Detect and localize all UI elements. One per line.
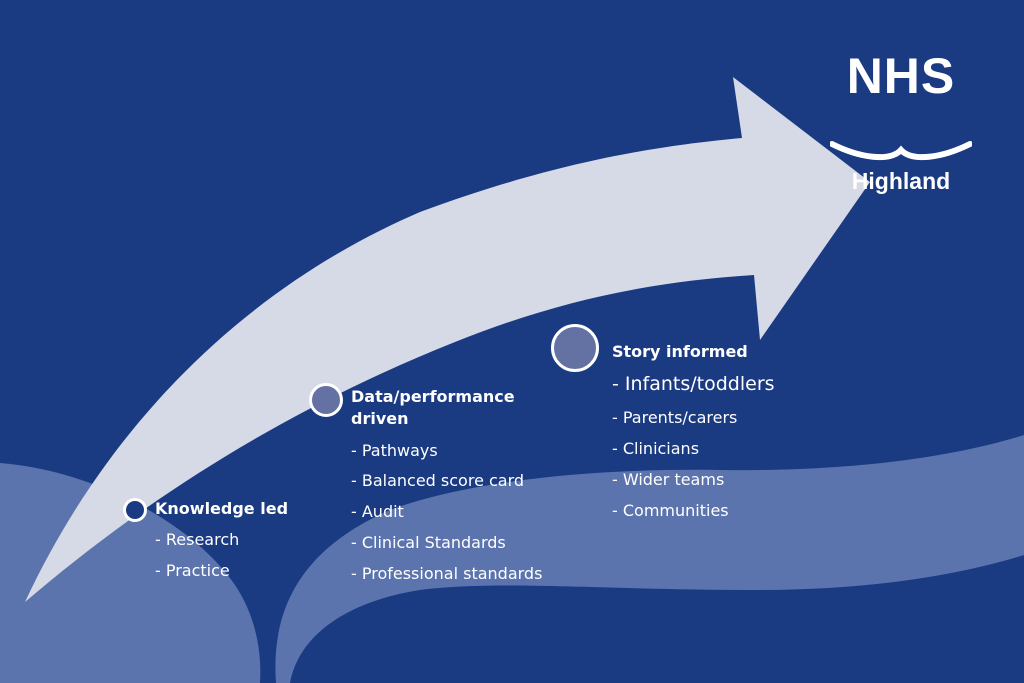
stage-title-line: driven <box>351 409 409 428</box>
logo-wave-icon <box>830 141 972 161</box>
stage-marker-story <box>551 324 599 372</box>
stage-item: - Practice <box>155 561 230 580</box>
nhs-highland-logo: NHS Highland <box>826 48 976 194</box>
stage-item: - Audit <box>351 502 404 521</box>
logo-brand-text: NHS <box>846 48 956 104</box>
background-wave-left <box>0 463 261 683</box>
stage-title-knowledge: Knowledge led <box>155 499 289 518</box>
stage-item: - Infants/toddlers <box>612 373 775 395</box>
stage-item: - Wider teams <box>612 470 725 489</box>
stage-title-story: Story informed <box>612 342 748 361</box>
stage-item: - Parents/carers <box>612 408 738 427</box>
stage-marker-knowledge <box>123 498 147 522</box>
stage-item: - Clinicians <box>612 439 700 458</box>
stage-item: - Clinical Standards <box>351 533 506 552</box>
stage-item: - Communities <box>612 501 729 520</box>
stage-title-line: Data/performance <box>351 387 515 406</box>
stage-item: - Research <box>155 530 240 549</box>
stage-marker-data <box>309 383 343 417</box>
logo-region-text: Highland <box>851 168 951 194</box>
background-wave-right <box>275 435 1024 683</box>
stage-title-data: Data/performance driven <box>351 386 515 430</box>
stage-item: - Pathways <box>351 441 438 460</box>
progress-arrow <box>25 77 870 602</box>
stage-item: - Balanced score card <box>351 471 525 490</box>
stage-item: - Professional standards <box>351 564 543 583</box>
